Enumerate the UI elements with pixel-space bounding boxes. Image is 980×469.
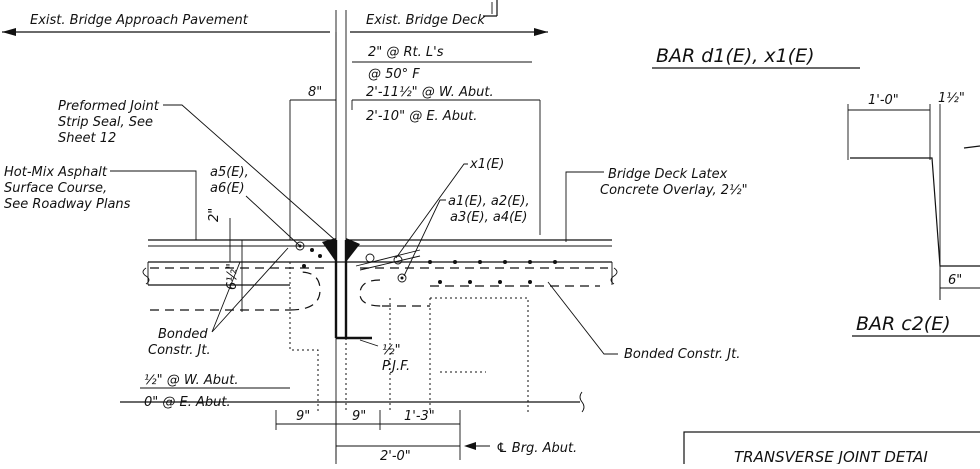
dim-2ft0: 2'-0"	[380, 449, 411, 464]
strip-seal-joint	[322, 238, 372, 340]
bar-a1a2-label: a1(E), a2(E),	[448, 194, 530, 209]
bar-a5-label: a5(E),	[210, 165, 249, 180]
joint-opening-label: 2" @ Rt. L's	[368, 45, 444, 60]
bonded-jt-right: Bonded Constr. Jt.	[624, 347, 740, 362]
bridge-deck-label: Exist. Bridge Deck	[366, 13, 485, 28]
abutment-outline	[120, 262, 585, 413]
latex-overlay-line1: Bridge Deck Latex	[608, 167, 728, 182]
rebar-marks	[295, 241, 557, 284]
dim-1half: 1½"	[938, 91, 965, 106]
dim-9in-a: 9"	[296, 409, 310, 424]
dim-6half: 6½"	[225, 263, 240, 290]
dim-2in: 2"	[207, 208, 222, 222]
joint-temperature-label: @ 50° F	[368, 67, 420, 82]
bar-d1-title: BAR d1(E), x1(E)	[656, 45, 815, 67]
bonded-jt-line1: Bonded	[158, 327, 208, 342]
preformed-joint-line1: Preformed Joint	[58, 99, 160, 114]
dim-9in-b: 9"	[352, 409, 366, 424]
dim-8in: 8"	[308, 85, 322, 100]
e-abut-offset: 0" @ E. Abut.	[144, 395, 231, 410]
preformed-leader	[163, 104, 336, 241]
latex-overlay-line2: Concrete Overlay, 2½"	[600, 183, 748, 198]
approach-pavement-label: Exist. Bridge Approach Pavement	[30, 13, 249, 28]
west-abut-dimension: 2'-11½" @ W. Abut.	[366, 85, 494, 100]
hma-line2: Surface Course,	[4, 181, 107, 196]
title-box	[683, 431, 980, 469]
preformed-joint-line2: Strip Seal, See	[58, 115, 153, 130]
bar-c2-detail	[847, 104, 980, 300]
preformed-joint-line3: Sheet 12	[58, 131, 116, 146]
east-abut-dimension: 2'-10" @ E. Abut.	[366, 109, 477, 124]
dim-6in: 6"	[948, 273, 962, 288]
bottom-dimensions	[275, 32, 461, 464]
bar-x1-label: x1(E)	[469, 157, 504, 172]
hma-line3: See Roadway Plans	[4, 197, 131, 212]
title-box-text: TRANSVERSE JOINT DETAI	[734, 448, 928, 464]
brg-abut-label: ℄ Brg. Abut.	[496, 441, 577, 456]
hma-leader	[110, 170, 197, 240]
dim-1ft3: 1'-3"	[404, 409, 435, 424]
section-marker	[483, 0, 498, 17]
bonded-jt-line2: Constr. Jt.	[148, 343, 211, 358]
pjf-label: P.J.F.	[382, 359, 410, 374]
bar-c2-title: BAR c2(E)	[856, 313, 951, 335]
dim-1ft0: 1'-0"	[868, 93, 899, 108]
bar-a6-label: a6(E)	[210, 181, 245, 196]
bar-a3a4-label: a3(E), a4(E)	[450, 210, 527, 225]
hma-line1: Hot-Mix Asphalt	[4, 165, 108, 180]
w-abut-offset: ½" @ W. Abut.	[144, 373, 239, 388]
deck-slab	[142, 239, 618, 311]
pjf-fraction: ½"	[382, 343, 401, 358]
